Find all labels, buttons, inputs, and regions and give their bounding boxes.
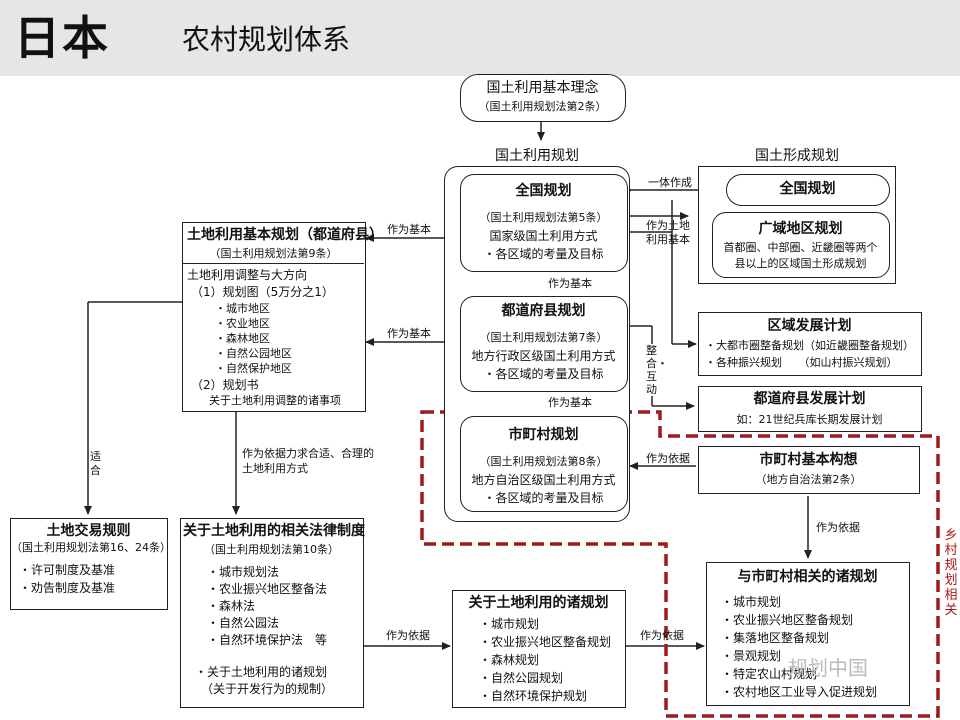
label-reference-mplans-2: 作为依据 xyxy=(640,629,684,642)
label-basis-land-use: 作为土地利用基本 xyxy=(646,219,690,246)
label-reference-municipal: 作为依据 xyxy=(646,452,690,465)
wide-area-plan-title: 广域地区规划 xyxy=(758,221,843,237)
related-laws-line: （关于开发行为的规制） xyxy=(201,682,334,696)
label-reference-mplans: 作为依据 xyxy=(816,521,860,534)
related-laws-line: ・关于土地利用的诸规划 xyxy=(195,665,328,679)
municipal-plans-line: ・城市规划 xyxy=(721,595,782,609)
municipal-basic-sub: （地方自治法第2条） xyxy=(755,473,862,486)
related-laws-line: ・森林法 xyxy=(207,599,256,613)
label-as-basis-prefecture: 作为基本 xyxy=(387,327,431,340)
related-laws-line: ・自然公园法 xyxy=(207,616,280,630)
national-plan-line: ・各区域的考量及目标 xyxy=(483,247,604,261)
related-laws-box: 关于土地利用的相关法律制度 （国土利用规划法第10条） ・城市规划法 ・农业振兴… xyxy=(180,518,365,708)
page-title: 农村规划体系 xyxy=(182,23,351,56)
header-bar: 日本 农村规划体系 xyxy=(0,0,960,76)
municipal-plans-line: ・农村地区工业导入促进规划 xyxy=(721,685,878,699)
label-reference-long: 作为依据力求合适、合理的土地利用方式 xyxy=(242,447,374,475)
watermark: 规划中国 xyxy=(788,656,868,680)
municipal-plans-title: 与市町村相关的诸规划 xyxy=(737,569,878,585)
land-basic-plan-box: 土地利用基本规划（都道府县） （国土利用规划法第9条） 土地利用调整与大方向 （… xyxy=(182,222,383,412)
label-as-basis-down-1: 作为基本 xyxy=(548,277,592,290)
land-basic-plan-line: （1）规划图（5万分之1） xyxy=(191,285,334,299)
municipal-plans-line: ・特定农山村规划 xyxy=(721,667,818,681)
land-basic-plan-line: ・城市地区 xyxy=(215,302,270,315)
land-concept-title: 国土利用基本理念 xyxy=(486,80,599,96)
wide-area-plan-line: 县以上的区域国土形成规划 xyxy=(734,257,867,270)
national-plan-box: 全国规划 （国土利用规划法第5条） 国家级国土利用方式 ・各区域的考量及目标 xyxy=(460,174,628,272)
rural-planning-side-label: 乡村规划相关 xyxy=(944,528,958,618)
land-plans-line: ・城市规划 xyxy=(479,617,540,631)
land-use-plan-label: 国土利用规划 xyxy=(495,148,579,164)
national-plan-title: 全国规划 xyxy=(515,183,572,199)
land-plans-line: ・森林规划 xyxy=(479,653,540,667)
land-transaction-title: 土地交易规则 xyxy=(46,523,131,539)
land-concept-sub: （国土利用规划法第2条） xyxy=(478,100,607,113)
national-plan-line: 国家级国土利用方式 xyxy=(489,229,598,243)
prefecture-dev-line: 如：21世纪兵库长期发展计划 xyxy=(736,413,883,426)
municipal-plan-box: 市町村规划 （国土利用规划法第8条） 地方自治区级国土利用方式 ・各区域的考量及… xyxy=(460,416,628,512)
label-as-basis-national: 作为基本 xyxy=(387,223,431,236)
regional-dev-line: ・各种振兴规划 （如山村振兴规划） xyxy=(705,356,898,369)
land-basic-plan-sub: （国土利用规划法第9条） xyxy=(209,247,338,260)
related-laws-line: ・城市规划法 xyxy=(207,565,280,579)
land-basic-plan-line: ・农业地区 xyxy=(215,317,270,330)
land-plans-line: ・农业振兴地区整备规划 xyxy=(479,635,612,649)
land-basic-plan-line: ・自然保护地区 xyxy=(215,362,292,375)
country-label: 日本 xyxy=(14,11,110,65)
related-laws-sub: （国土利用规划法第10条） xyxy=(204,543,339,556)
formation-national-title: 全国规划 xyxy=(779,181,836,197)
municipal-plan-title: 市町村规划 xyxy=(508,427,579,443)
municipal-plans-line: ・景观规划 xyxy=(721,649,782,663)
formation-plan-label: 国土形成规划 xyxy=(755,148,839,164)
regional-dev-line: ・大都市圈整备规划（如近畿圈整备规划） xyxy=(705,339,914,352)
municipal-plans-line: ・集落地区整备规划 xyxy=(721,631,830,645)
prefecture-plan-title: 都道府县规划 xyxy=(501,303,586,319)
land-basic-plan-line: 关于土地利用调整的诸事项 xyxy=(209,394,341,407)
wide-area-plan-box: 广域地区规划 首都圈、中部圈、近畿圈等两个 县以上的区域国土形成规划 xyxy=(712,212,890,278)
national-plan-line: （国土利用规划法第5条） xyxy=(479,211,608,224)
rural-planning-boundary xyxy=(420,410,940,718)
label-as-basis-down-2: 作为基本 xyxy=(548,396,592,409)
related-laws-line: ・自然环境保护法 等 xyxy=(207,633,328,647)
land-transaction-line: ・许可制度及基准 xyxy=(19,563,116,577)
prefecture-dev-box: 都道府县发展计划 如：21世纪兵库长期发展计划 xyxy=(698,386,922,432)
prefecture-dev-title: 都道府县发展计划 xyxy=(753,391,866,407)
land-transaction-sub: （国土利用规划法第16、24条） xyxy=(11,541,171,554)
municipal-plan-line: 地方自治区级国土利用方式 xyxy=(471,473,616,487)
land-basic-plan-line: 土地利用调整与大方向 xyxy=(187,268,308,282)
land-basic-plan-line: （2）规划书 xyxy=(191,378,259,392)
label-coordinate: 整合・互动 xyxy=(646,344,668,396)
municipal-plan-line: （国土利用规划法第8条） xyxy=(479,455,608,468)
municipal-plans-box: 与市町村相关的诸规划 ・城市规划 ・农业振兴地区整备规划 ・集落地区整备规划 ・… xyxy=(706,562,910,706)
municipal-plans-line: ・农业振兴地区整备规划 xyxy=(721,613,854,627)
prefecture-plan-line: 地方行政区级国土利用方式 xyxy=(471,349,616,363)
land-plans-box: 关于土地利用的诸规划 ・城市规划 ・农业振兴地区整备规划 ・森林规划 ・自然公园… xyxy=(452,590,626,708)
prefecture-plan-line: ・各区域的考量及目标 xyxy=(483,367,604,381)
municipal-plan-line: ・各区域的考量及目标 xyxy=(483,491,604,505)
related-laws-title: 关于土地利用的相关法律制度 xyxy=(183,523,365,539)
prefecture-plan-box: 都道府县规划 （国土利用规划法第7条） 地方行政区级国土利用方式 ・各区域的考量… xyxy=(460,296,628,392)
wide-area-plan-line: 首都圈、中部圈、近畿圈等两个 xyxy=(723,241,878,254)
land-plans-line: ・自然公园规划 xyxy=(479,671,564,685)
municipal-basic-title: 市町村基本构想 xyxy=(759,452,858,468)
land-basic-plan-title: 土地利用基本规划（都道府县） xyxy=(187,227,383,243)
land-concept-box: 国土利用基本理念 （国土利用规划法第2条） xyxy=(460,74,626,122)
regional-dev-title: 区域发展计划 xyxy=(767,318,852,334)
land-plans-line: ・自然环境保护规划 xyxy=(479,689,588,703)
municipal-basic-box: 市町村基本构想 （地方自治法第2条） xyxy=(698,446,920,494)
label-reference-plans: 作为依据 xyxy=(386,629,430,642)
label-integrated: 一体作成 xyxy=(648,176,692,189)
related-laws-line: ・农业振兴地区整备法 xyxy=(207,582,328,596)
land-plans-title: 关于土地利用的诸规划 xyxy=(468,595,609,611)
formation-national-box: 全国规划 xyxy=(726,174,890,206)
land-transaction-box: 土地交易规则 （国土利用规划法第16、24条） ・许可制度及基准 ・劝告制度及基… xyxy=(10,518,171,610)
land-transaction-line: ・劝告制度及基准 xyxy=(19,581,116,595)
land-basic-plan-line: ・自然公园地区 xyxy=(215,347,292,360)
land-basic-plan-divider xyxy=(183,263,364,264)
regional-dev-box: 区域发展计划 ・大都市圈整备规划（如近畿圈整备规划） ・各种振兴规划 （如山村振… xyxy=(698,312,922,376)
label-suitable: 适合 xyxy=(90,450,101,477)
prefecture-plan-line: （国土利用规划法第7条） xyxy=(479,331,608,344)
land-basic-plan-line: ・森林地区 xyxy=(215,332,270,345)
